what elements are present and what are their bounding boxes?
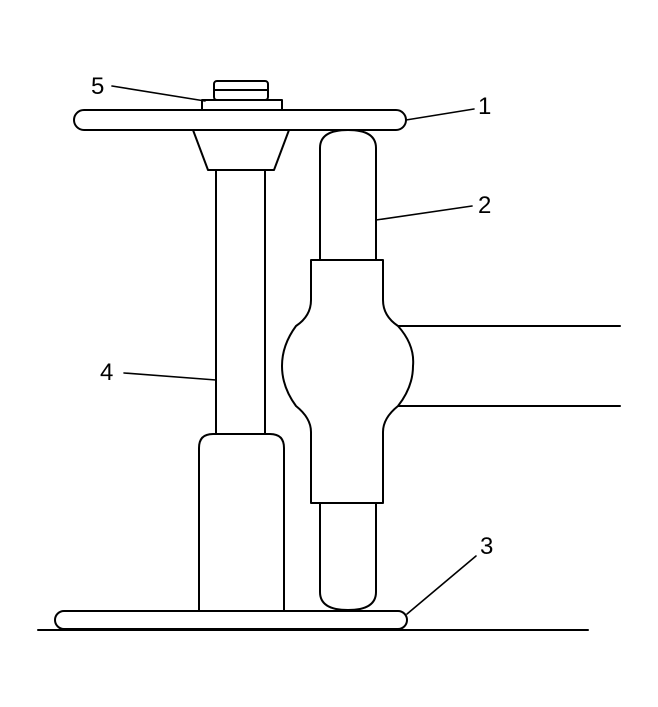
post-base-sleeve bbox=[198, 433, 285, 613]
callout-2: 2 bbox=[478, 192, 491, 219]
callout-4: 4 bbox=[100, 359, 113, 386]
callout-1: 1 bbox=[478, 93, 491, 120]
top-plate bbox=[73, 109, 407, 131]
washer bbox=[201, 99, 283, 111]
lower-rod bbox=[319, 499, 377, 611]
callout-5: 5 bbox=[91, 73, 104, 100]
stand-post bbox=[215, 167, 266, 435]
leader-3 bbox=[406, 555, 477, 615]
leader-5 bbox=[111, 85, 206, 102]
callout-3: 3 bbox=[480, 533, 493, 560]
conical-collar bbox=[192, 129, 290, 171]
leader-2 bbox=[375, 205, 473, 221]
upper-rod bbox=[319, 129, 377, 263]
leader-1 bbox=[405, 108, 475, 121]
ball-housing bbox=[281, 259, 415, 504]
bottom-plate bbox=[54, 610, 408, 630]
leader-4 bbox=[123, 372, 217, 381]
